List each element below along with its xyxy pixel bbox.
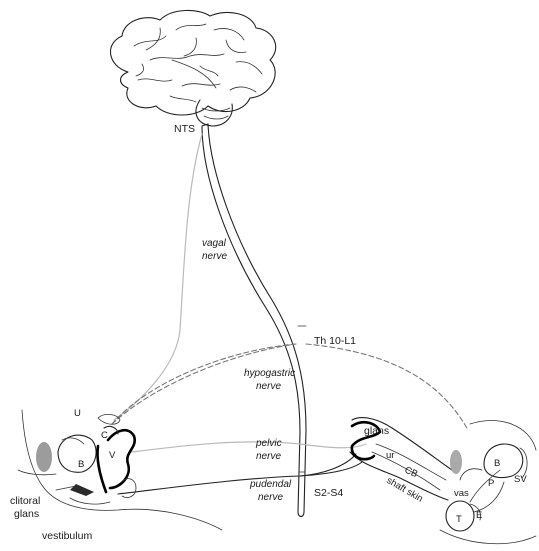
label-vagal-nerve-line2: nerve: [202, 251, 227, 262]
label-v: V: [109, 450, 116, 461]
label-vagal-nerve-line1: vagal: [202, 238, 227, 249]
pelvic-nerve-path: [132, 442, 366, 452]
label-shaft-skin: shaft skin: [385, 475, 425, 505]
label-hypogastric-nerve-line2: nerve: [256, 381, 281, 392]
label-cb: CB: [403, 465, 420, 480]
label-pudendal-nerve-line1: pudendal: [249, 479, 292, 490]
hypogastric-nerve-path-male: [306, 344, 468, 430]
label-b-female: B: [78, 459, 84, 470]
label-hypogastric-nerve-line1: hypogastric: [244, 368, 295, 379]
labels: NTS vagal nerve Th 10-L1 hypogastric ner…: [10, 123, 527, 542]
label-th10-l1: Th 10-L1: [314, 335, 356, 347]
label-vestibulum: vestibulum: [42, 530, 92, 542]
label-glans: glans: [364, 425, 389, 437]
female-pelvis-icon: [18, 410, 222, 530]
label-pudendal-nerve-line2: nerve: [258, 492, 283, 503]
label-clitoral-glans-line2: glans: [14, 508, 39, 520]
label-t: T: [456, 514, 462, 525]
label-clitoral-glans-line1: clitoral: [10, 495, 40, 507]
label-u: U: [74, 408, 81, 419]
label-ur: ur: [386, 450, 394, 461]
spinal-cord-icon: [202, 124, 306, 517]
brain-icon: [111, 10, 276, 126]
label-b-male: B: [494, 458, 500, 469]
label-p: P: [488, 478, 494, 489]
label-vas: vas: [454, 488, 469, 499]
label-e: E: [476, 510, 482, 521]
label-c: C: [101, 430, 108, 441]
label-pelvic-nerve-line1: pelvic: [255, 438, 282, 449]
label-nts: NTS: [174, 123, 195, 135]
label-s2-s4: S2-S4: [314, 487, 343, 499]
label-pelvic-nerve-line2: nerve: [256, 451, 281, 462]
label-sv: SV: [514, 474, 527, 485]
vagal-nerve-path: [114, 134, 202, 420]
